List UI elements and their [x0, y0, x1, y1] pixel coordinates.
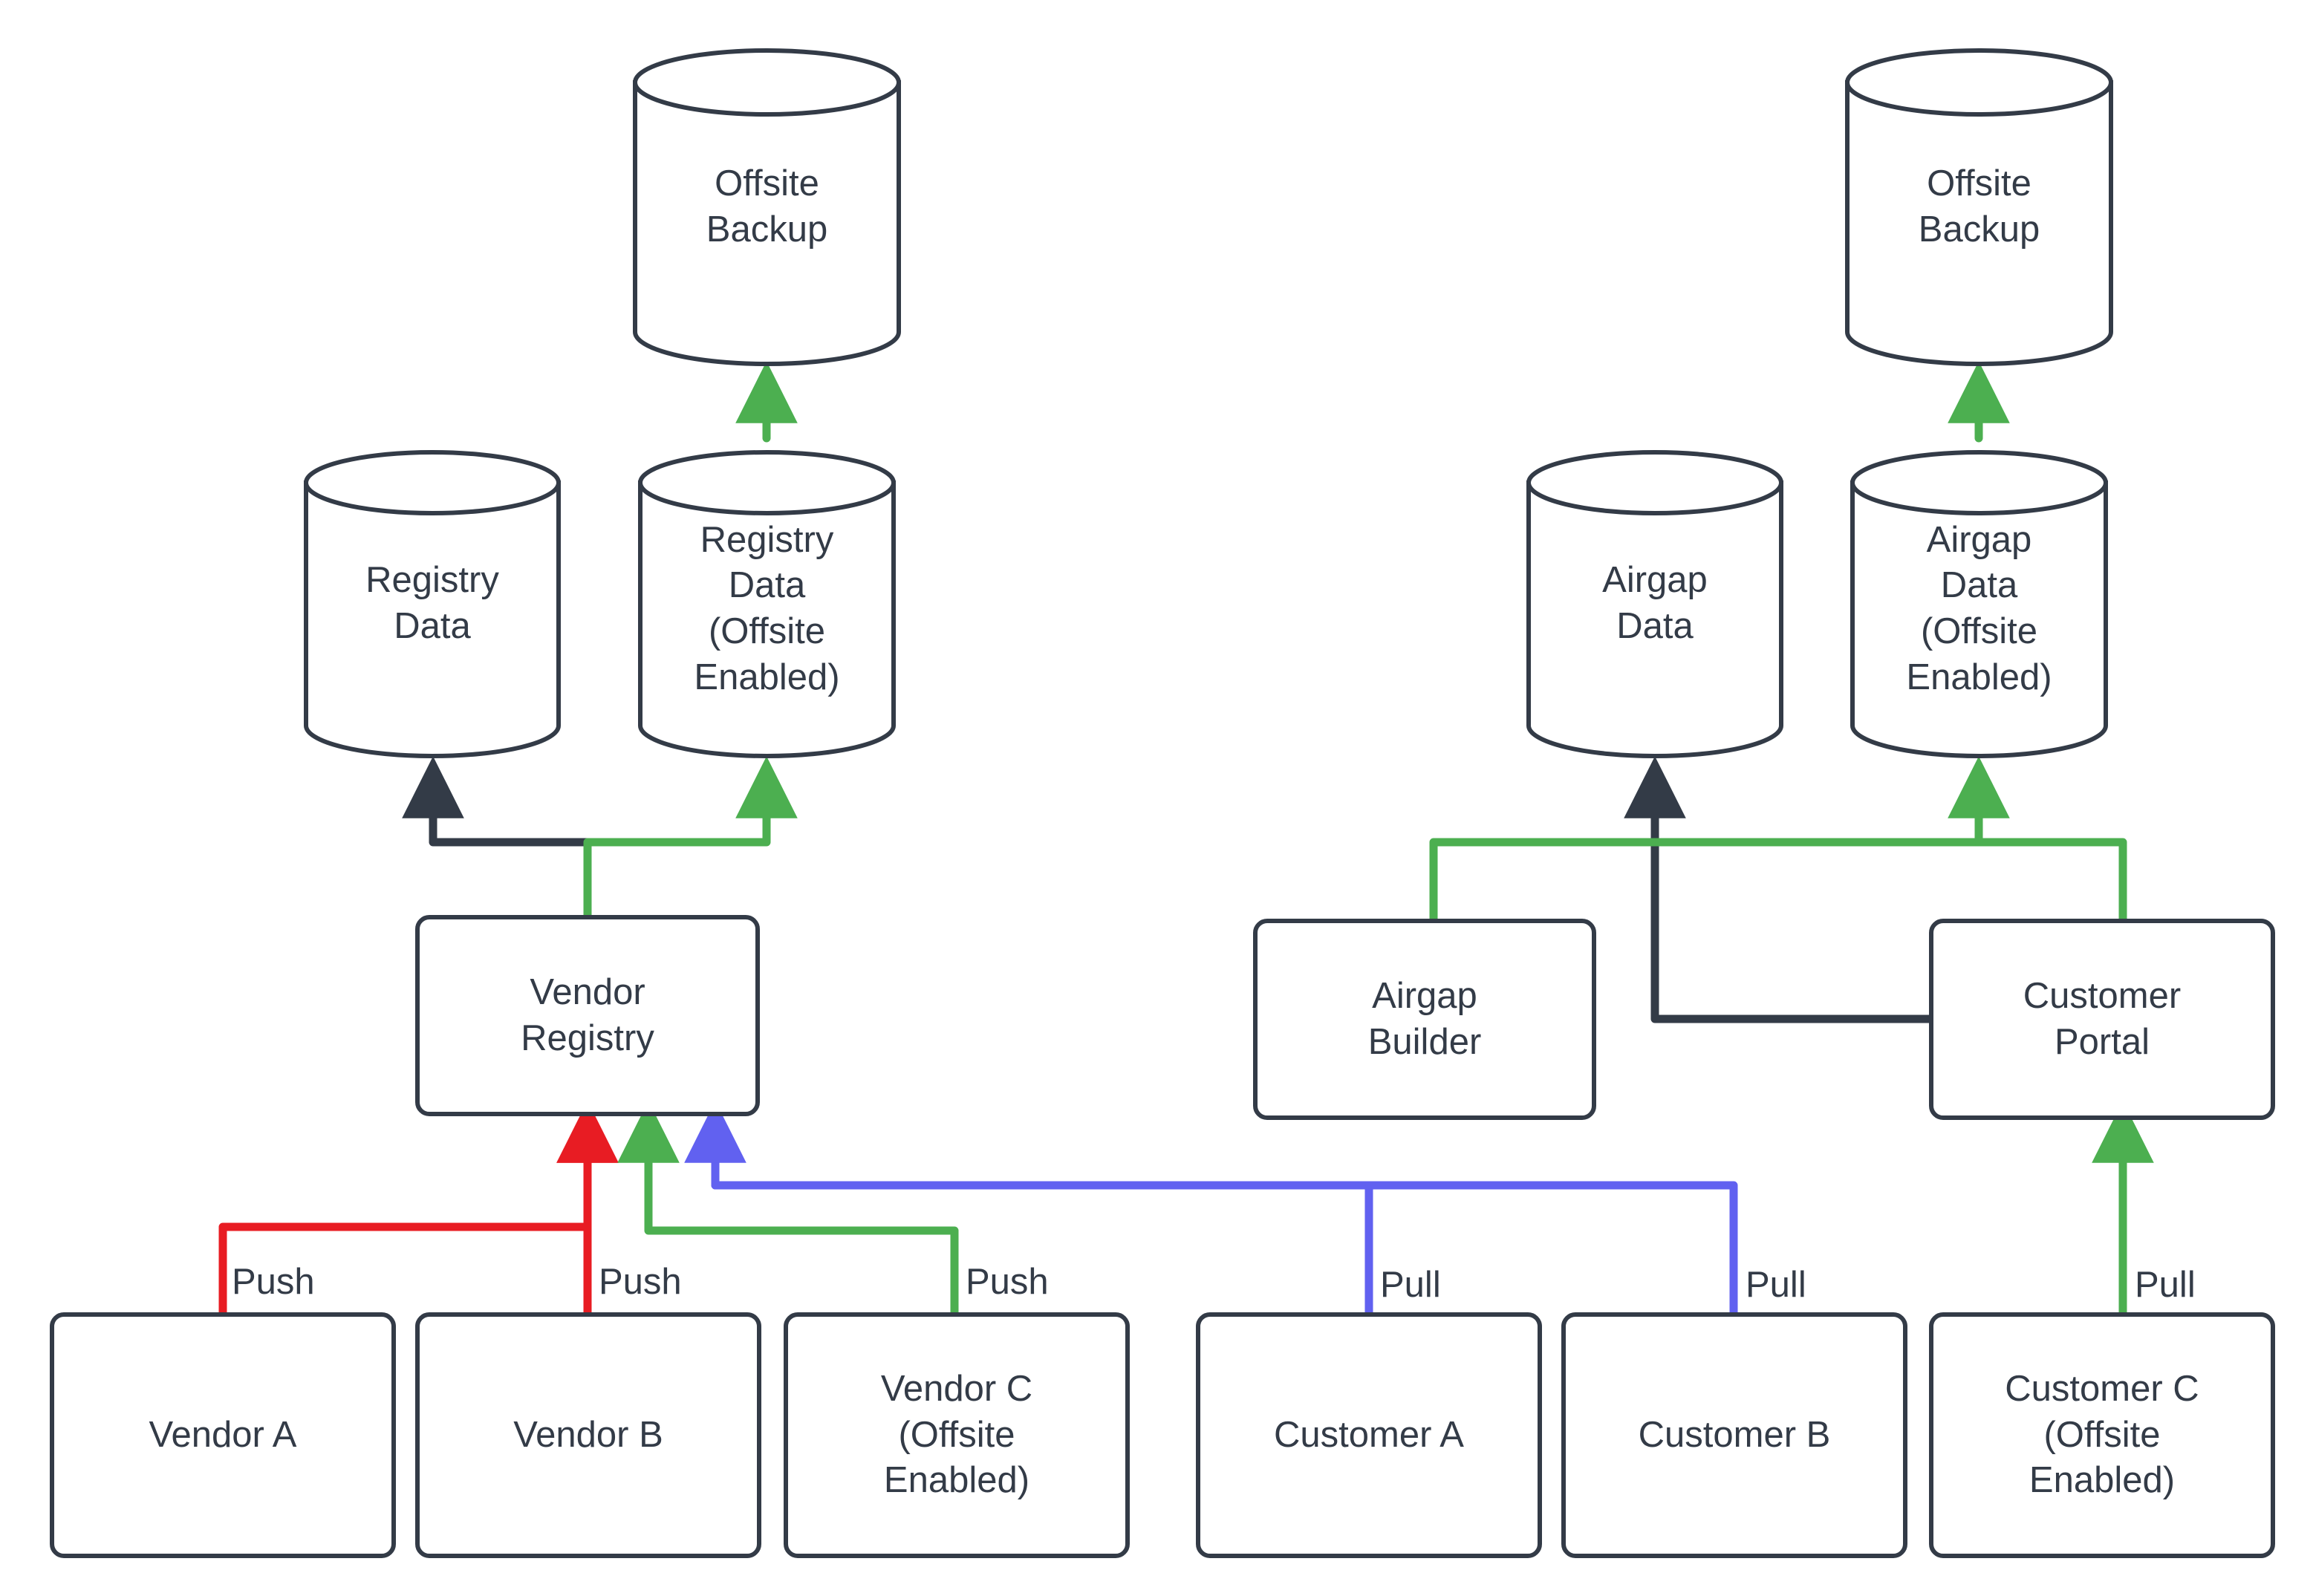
edge-vendor-registry-to-registry-offsite [583, 756, 798, 922]
edge-label-pull-customer-a: Pull [1380, 1265, 1441, 1305]
node-registry-data-offsite[interactable] [638, 450, 896, 758]
node-customer-portal[interactable] [1929, 919, 2275, 1120]
node-airgap-data-offsite[interactable] [1850, 450, 2108, 758]
node-registry-data[interactable] [304, 450, 561, 758]
node-offsite-backup-left[interactable] [633, 48, 901, 366]
node-vendor-registry[interactable] [415, 915, 760, 1116]
edge-label-pull-customer-c: Pull [2135, 1265, 2196, 1305]
node-vendor-c[interactable] [784, 1312, 1130, 1558]
edge-label-push-vendor-b: Push [599, 1262, 682, 1302]
edge-label-pull-customer-b: Pull [1746, 1265, 1806, 1305]
node-offsite-backup-right[interactable] [1845, 48, 2113, 366]
edge-customer-portal-to-airgap-offsite [1974, 838, 2127, 925]
edge-customer-b-to-vendor-registry [711, 1181, 1738, 1319]
node-vendor-a[interactable] [50, 1312, 396, 1558]
node-airgap-data[interactable] [1526, 450, 1783, 758]
edge-airgap-builder-to-airgap-offsite [1429, 756, 2010, 925]
edge-customer-portal-to-airgap-data [1624, 756, 1936, 1023]
node-customer-a[interactable] [1196, 1312, 1542, 1558]
edge-label-push-vendor-c: Push [966, 1262, 1049, 1302]
edge-vendor-c-to-vendor-registry [617, 1101, 959, 1319]
node-customer-b[interactable] [1561, 1312, 1907, 1558]
node-vendor-b[interactable] [415, 1312, 761, 1558]
node-customer-c[interactable] [1929, 1312, 2275, 1558]
node-airgap-builder[interactable] [1253, 919, 1596, 1120]
edge-label-push-vendor-a: Push [232, 1262, 315, 1302]
